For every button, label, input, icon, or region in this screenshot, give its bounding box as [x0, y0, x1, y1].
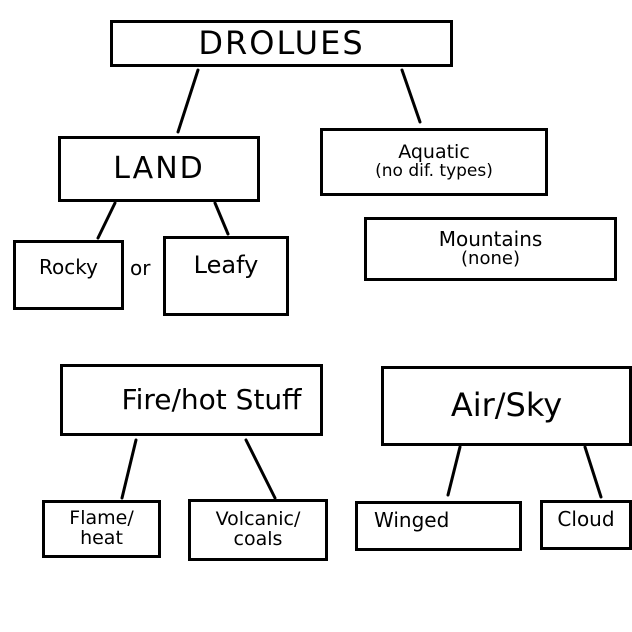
winged-label: Winged [374, 508, 450, 532]
root-node: DROLUES [110, 20, 453, 67]
winged-node: Winged [355, 501, 522, 551]
fire-node: Fire/hot Stuff [60, 364, 323, 436]
aquatic-node: Aquatic (no dif. types) [320, 128, 548, 196]
fire-label: Fire/hot Stuff [121, 383, 302, 417]
aquatic-label: Aquatic [398, 141, 470, 164]
aquatic-note: (no dif. types) [375, 161, 493, 182]
mountains-node: Mountains (none) [364, 217, 617, 281]
leafy-node: Leafy [163, 236, 289, 316]
land-label: LAND [113, 151, 205, 187]
leafy-label: Leafy [193, 251, 259, 279]
air-label: Air/Sky [450, 386, 563, 425]
rocky-node: Rocky [13, 240, 124, 310]
air-node: Air/Sky [381, 366, 632, 446]
heat-label: heat [80, 527, 123, 549]
volcanic-coals-node: Volcanic/ coals [188, 499, 328, 561]
cloud-node: Cloud [540, 500, 632, 550]
rocky-label: Rocky [39, 255, 98, 279]
land-node: LAND [58, 136, 260, 202]
volcanic-label: Volcanic/ [215, 508, 301, 531]
flame-heat-node: Flame/ heat [42, 500, 161, 558]
coals-label: coals [233, 528, 283, 550]
mountains-note: (none) [461, 248, 520, 270]
flame-label: Flame/ [69, 507, 134, 530]
root-label: DROLUES [198, 23, 365, 62]
cloud-label: Cloud [557, 507, 615, 531]
mountains-label: Mountains [438, 227, 543, 252]
or-connector-label: or [130, 256, 151, 280]
